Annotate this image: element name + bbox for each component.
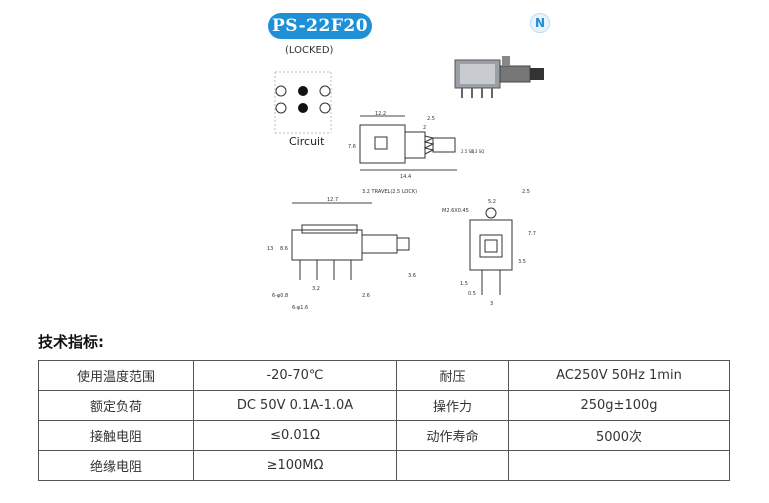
dim-side-a: 8.6 (280, 246, 288, 252)
spec-value: AC250V 50Hz 1min (508, 360, 730, 391)
dim-end-g: 3 (490, 301, 493, 307)
spec-value: DC 50V 0.1A-1.0A (193, 390, 397, 421)
spec-heading: 技术指标: (38, 333, 104, 351)
dim-hole-b: 6-φ1.6 (292, 305, 308, 311)
spec-label: 耐压 (396, 360, 509, 391)
spec-value: ≥100MΩ (193, 450, 397, 481)
dim-end-f: 0.5 (468, 291, 476, 297)
dim-side-d: 2.6 (362, 293, 370, 299)
dim-side-c: 3.2 (312, 286, 320, 292)
dim-end-d: 3.5 (518, 259, 526, 265)
dim-top-height: 7.6 (348, 144, 356, 150)
dim-side-b: 3.6 (408, 273, 416, 279)
spec-label: 操作力 (396, 390, 509, 421)
spec-label (396, 450, 509, 481)
dim-sq-b: 3.3 SQ (471, 149, 484, 154)
switch-photo (454, 56, 544, 98)
dim-length: 14.4 (400, 174, 411, 180)
spec-label: 额定负荷 (38, 390, 194, 421)
dim-travel: 3.2 TRAVEL(2.5 LOCK) (362, 189, 417, 195)
model-badge: PS-22F20 (268, 13, 372, 39)
spec-value: 5000次 (508, 420, 730, 451)
dim-gap: 2 (423, 125, 426, 131)
table-row: 绝缘电阻 ≥100MΩ (38, 450, 730, 481)
circuit-diagram (274, 71, 332, 134)
dim-sq-a: 2.5 SQ (461, 149, 474, 154)
side-view-drawing: 3.2 TRAVEL(2.5 LOCK) 12.7 13 8.6 3.6 3.2… (267, 189, 417, 311)
dim-end-c: 7.7 (528, 231, 536, 237)
dim-end-e: 1.5 (460, 281, 468, 287)
top-view-drawing: 12.2 7.6 2.5 2 14.4 2.5 SQ 3.3 SQ (348, 111, 484, 180)
spec-value (508, 450, 730, 481)
spec-label: 接触电阻 (38, 420, 194, 451)
table-row: 接触电阻 ≤0.01Ω 动作寿命 5000次 (38, 420, 730, 451)
circuit-label: Circuit (289, 135, 325, 148)
dim-end-a: 2.5 (522, 189, 530, 195)
dim-side-height: 13 (267, 246, 273, 252)
spec-value: -20-70℃ (193, 360, 397, 391)
table-row: 使用温度范围 -20-70℃ 耐压 AC250V 50Hz 1min (38, 360, 730, 391)
spec-label: 绝缘电阻 (38, 450, 194, 481)
table-row: 额定负荷 DC 50V 0.1A-1.0A 操作力 250g±100g (38, 390, 730, 421)
end-view-drawing: M2.6X0.45 2.5 5.2 7.7 3.5 1.5 0.5 3 (442, 189, 536, 307)
spec-value: ≤0.01Ω (193, 420, 397, 451)
spec-label: 动作寿命 (396, 420, 509, 451)
dim-hole-a: 6-φ0.8 (272, 293, 288, 299)
dim-end-screw: M2.6X0.45 (442, 208, 469, 214)
dim-pitch: 2.5 (427, 116, 435, 122)
dim-end-b: 5.2 (488, 199, 496, 205)
dim-top-width: 12.2 (375, 111, 386, 117)
dim-side-width: 12.7 (327, 197, 338, 203)
locked-label: (LOCKED) (285, 45, 334, 56)
spec-table: 使用温度范围 -20-70℃ 耐压 AC250V 50Hz 1min 额定负荷 … (38, 360, 730, 481)
spec-label: 使用温度范围 (38, 360, 194, 391)
brand-logo-icon: N (530, 13, 550, 33)
spec-value: 250g±100g (508, 390, 730, 421)
